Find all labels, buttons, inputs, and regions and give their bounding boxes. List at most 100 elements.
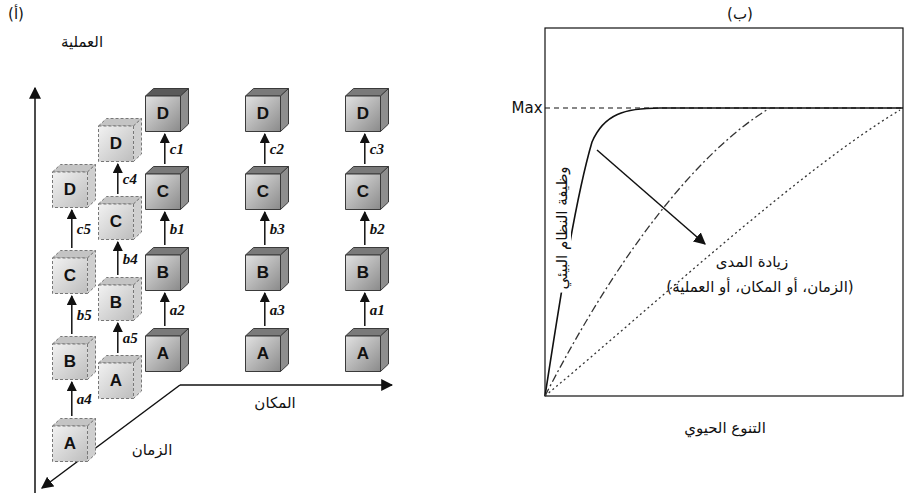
cube-letter: B [145, 255, 181, 291]
cube-side [281, 248, 289, 291]
cube-letter: B [245, 255, 281, 291]
cube-node: D [52, 164, 96, 208]
edge-label: a3 [270, 301, 285, 318]
cube-front [146, 255, 181, 291]
cube-side [281, 89, 289, 132]
cube-front [346, 174, 381, 210]
cube-front [53, 344, 88, 380]
arrow-connector [71, 382, 73, 416]
cube-front [53, 426, 88, 462]
curve-solid [545, 108, 903, 396]
edge-label: c5 [77, 221, 91, 238]
cube-letter: C [345, 174, 381, 210]
cube-front [246, 255, 281, 291]
cube-node: C [145, 166, 189, 210]
arrow-connector [164, 134, 166, 164]
cube-node: B [98, 277, 142, 321]
arrow-connector [164, 293, 166, 326]
arrow-connector [164, 212, 166, 245]
cube-front [246, 96, 281, 132]
cube-side [181, 89, 189, 132]
arrow-connector [264, 134, 266, 164]
edge-label: a5 [123, 330, 138, 347]
cube-node: D [145, 88, 189, 132]
cube-side [381, 329, 389, 372]
cube-node: B [245, 247, 289, 291]
arrow-connector [71, 210, 73, 248]
cube-node: D [345, 88, 389, 132]
cube-side [181, 167, 189, 210]
arrow-connector [364, 134, 366, 164]
cube-letter: A [345, 336, 381, 372]
cube-front [99, 204, 134, 240]
cube-side [88, 251, 96, 294]
text-label: Max [511, 99, 542, 117]
edge-label: c4 [123, 171, 137, 188]
space-axis [180, 384, 392, 386]
cube-side [88, 419, 96, 462]
edge-label: c1 [170, 141, 184, 158]
cube-node: A [98, 355, 142, 399]
edge-label: a1 [370, 301, 385, 318]
edge-label: b3 [270, 220, 285, 237]
cube-front [146, 336, 181, 372]
cube-node: A [52, 418, 96, 462]
cube-node: A [345, 328, 389, 372]
arrow-connector [264, 212, 266, 245]
cube-front [346, 336, 381, 372]
axis-title: وظيفة النظام البيئي [553, 163, 571, 292]
cube-side [381, 167, 389, 210]
trend-arrow [597, 150, 705, 244]
text-label: العملية [61, 33, 103, 51]
cube-front [246, 174, 281, 210]
cube-node: C [98, 196, 142, 240]
edge-label: c3 [370, 141, 384, 158]
cube-node: B [52, 336, 96, 380]
text-label: المكان [254, 394, 295, 412]
cube-side [88, 165, 96, 208]
cube-letter: C [145, 174, 181, 210]
arrow-connector [117, 242, 119, 275]
cube-letter: B [98, 285, 134, 321]
cube-side [88, 337, 96, 380]
arrow-connector [117, 164, 119, 194]
process-axis [34, 88, 36, 493]
time-axis [42, 385, 180, 488]
text-label: التنوع الحيوي [684, 419, 766, 437]
cube-letter: D [145, 96, 181, 132]
cube-letter: D [98, 126, 134, 162]
cube-letter: A [245, 336, 281, 372]
cube-letter: C [245, 174, 281, 210]
cube-front [346, 96, 381, 132]
cube-letter: D [245, 96, 281, 132]
cube-front [99, 363, 134, 399]
graph-frame [545, 28, 903, 396]
cube-letter: C [52, 258, 88, 294]
arrow-connector [364, 212, 366, 245]
cube-front [246, 336, 281, 372]
cube-letter: A [145, 336, 181, 372]
cube-letter: D [345, 96, 381, 132]
text-label: زيادة المدى [716, 253, 788, 271]
cube-letter: C [98, 204, 134, 240]
text-label: (أ) [8, 5, 24, 23]
text-label: الزمان [132, 441, 173, 459]
cube-side [134, 356, 142, 399]
text-label: (الزمان، أو المكان، أو العملية) [666, 278, 853, 296]
cube-side [181, 248, 189, 291]
cube-front [146, 174, 181, 210]
cube-letter: B [345, 255, 381, 291]
cube-node: C [52, 250, 96, 294]
cube-letter: D [52, 172, 88, 208]
cube-letter: A [98, 363, 134, 399]
cube-front [99, 285, 134, 321]
cube-node: C [345, 166, 389, 210]
cube-node: A [245, 328, 289, 372]
edge-label: b1 [170, 220, 185, 237]
arrow-connector [71, 296, 73, 334]
cube-front [53, 258, 88, 294]
cube-letter: A [52, 426, 88, 462]
cube-side [381, 89, 389, 132]
